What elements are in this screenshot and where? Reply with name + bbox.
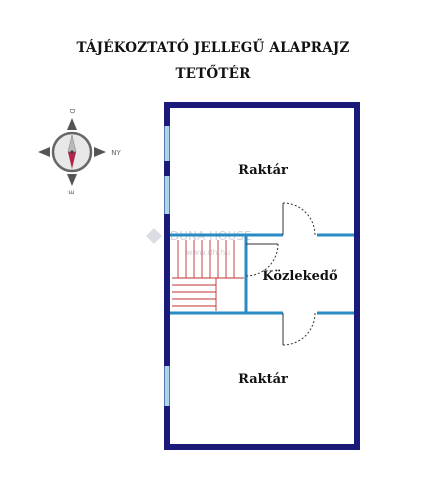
window [164, 366, 170, 406]
inner-walls [170, 233, 354, 315]
outer-wall [164, 102, 360, 450]
door-swing [245, 243, 279, 277]
plan-subtitle: TETŐTÉR [175, 66, 251, 82]
plan-title: TÁJÉKOZTATÓ JELLEGŰ ALAPRAJZ [76, 40, 350, 56]
compass-north-label: D [68, 108, 76, 113]
compass-south-label: É [67, 190, 76, 194]
door-swing [282, 312, 316, 346]
compass-icon: D NY É [38, 108, 121, 194]
watermark: DUNA HOUSE www.dh.hu [146, 228, 251, 257]
door-swing [282, 202, 316, 236]
room-label-lower: Raktár [238, 372, 288, 387]
room-label-corridor: Közlekedő [262, 269, 338, 284]
watermark-url: www.dh.hu [186, 248, 230, 257]
staircase [172, 240, 244, 311]
watermark-logo-icon [146, 228, 162, 244]
window [164, 176, 170, 214]
compass-east-label: NY [111, 149, 121, 157]
window [164, 126, 170, 161]
room-label-upper: Raktár [238, 163, 288, 178]
